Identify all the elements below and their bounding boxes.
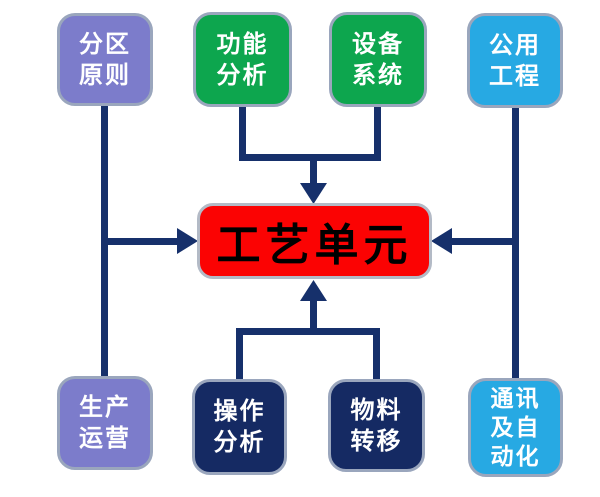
node-label-line: 及自 — [490, 414, 541, 440]
node-label-line: 转移 — [350, 427, 403, 455]
node-label-line: 动化 — [490, 443, 541, 469]
connector-left-horizontal — [101, 238, 180, 245]
node-label-line: 系统 — [352, 61, 404, 89]
node-label-line: 生产 — [79, 394, 131, 421]
node-label-line: 分析 — [213, 429, 266, 456]
node-label-line: 通讯 — [490, 385, 541, 411]
node-process-unit-center: 工艺单元 — [197, 203, 432, 279]
node-label-line: 原则 — [79, 61, 131, 89]
node-label-line: 功能 — [216, 30, 269, 58]
arrowhead-left-icon — [431, 228, 452, 254]
node-label-line: 公用 — [489, 31, 541, 59]
node-label-line: 分区 — [79, 30, 131, 58]
connector-operation-rise — [236, 328, 243, 380]
node-functional-analysis: 功能 分析 — [193, 12, 292, 107]
arrowhead-right-icon — [177, 228, 198, 254]
node-label-line: 运营 — [79, 425, 131, 452]
node-zoning-principles: 分区 原则 — [57, 13, 153, 106]
node-label-line: 物料 — [350, 396, 403, 424]
node-operation-analysis: 操作 分析 — [192, 379, 287, 475]
node-equipment-system: 设备 系统 — [329, 12, 427, 107]
connector-right-horizontal — [450, 238, 519, 245]
connector-bottom-tee-horizontal — [236, 328, 380, 335]
node-material-transfer: 物料 转移 — [328, 379, 425, 472]
node-communication-automation: 通讯 及自 动化 — [468, 378, 563, 477]
node-public-utilities: 公用 工程 — [467, 13, 563, 108]
connector-material-rise — [373, 328, 380, 380]
center-node-label: 工艺单元 — [216, 221, 413, 270]
node-label-line: 操作 — [213, 398, 266, 425]
node-production-operation: 生产 运营 — [57, 376, 153, 470]
node-label-line: 设备 — [352, 30, 404, 58]
arrowhead-up-icon — [300, 280, 327, 301]
connector-equipment-drop — [374, 105, 381, 161]
connector-bottom-arrow-shaft — [310, 297, 317, 335]
connector-top-arrow-shaft — [310, 154, 317, 186]
arrowhead-down-icon — [300, 183, 327, 204]
connector-functional-drop — [239, 105, 246, 161]
node-label-line: 分析 — [216, 61, 269, 89]
node-label-line: 工程 — [489, 62, 541, 90]
